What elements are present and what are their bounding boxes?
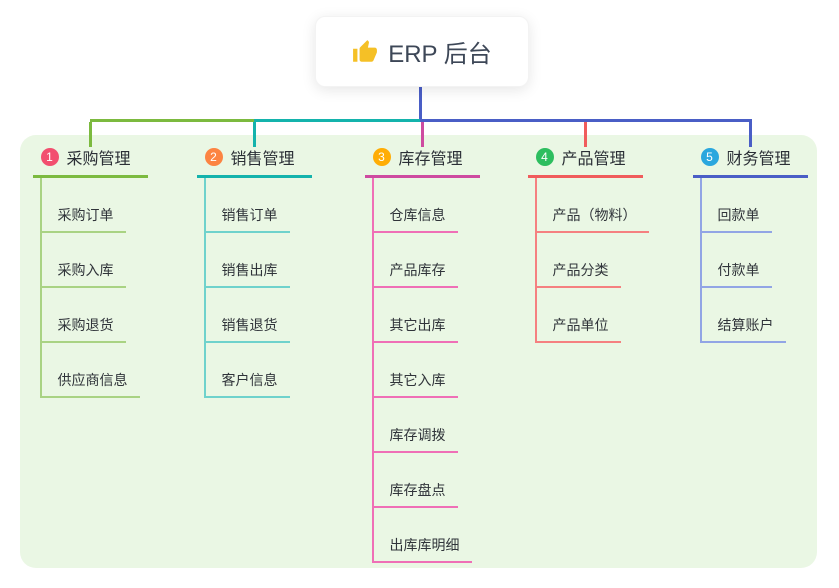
branch-label: 采购管理	[66, 151, 131, 168]
child-node[interactable]: 客户信息	[204, 343, 290, 398]
child-label: 仓库信息	[389, 207, 446, 223]
bus-segment-blue	[420, 119, 752, 122]
branch-drop-line	[253, 122, 256, 147]
child-label: 付款单	[717, 262, 760, 278]
child-label: 客户信息	[221, 372, 278, 388]
branch-number-badge: 1	[40, 148, 59, 166]
child-label: 产品单位	[552, 317, 609, 333]
child-node[interactable]: 销售退货	[204, 288, 290, 343]
branch-label: 财务管理	[726, 151, 791, 168]
child-node[interactable]: 采购订单	[40, 178, 126, 233]
child-label: 采购退货	[57, 317, 114, 333]
child-node[interactable]: 其它出库	[372, 288, 458, 343]
branch-node[interactable]: 2 销售管理	[196, 146, 312, 178]
child-node[interactable]: 产品分类	[535, 233, 621, 288]
child-node[interactable]: 销售出库	[204, 233, 290, 288]
branch-node[interactable]: 5 财务管理	[692, 146, 808, 178]
child-node[interactable]: 供应商信息	[40, 343, 140, 398]
child-label: 供应商信息	[57, 372, 128, 388]
branch-children: 仓库信息产品库存其它出库其它入库库存调拨库存盘点出库库明细	[365, 178, 480, 563]
branches-panel	[20, 135, 817, 568]
child-node[interactable]: 库存调拨	[372, 398, 458, 453]
branch-label: 库存管理	[398, 151, 463, 168]
child-node[interactable]: 回款单	[700, 178, 772, 233]
branch-node[interactable]: 4 产品管理	[527, 146, 643, 178]
child-node[interactable]: 产品单位	[535, 288, 621, 343]
branch-children: 采购订单采购入库采购退货供应商信息	[33, 178, 148, 398]
child-label: 产品库存	[389, 262, 446, 278]
branch-node[interactable]: 3 库存管理	[364, 146, 480, 178]
branch-connector-line	[699, 178, 702, 343]
child-label: 销售退货	[221, 317, 278, 333]
child-label: 出库库明细	[389, 537, 460, 553]
branch-children: 回款单付款单结算账户	[693, 178, 808, 343]
branch-drop-line	[584, 122, 587, 147]
child-label: 库存调拨	[389, 427, 446, 443]
child-label: 结算账户	[717, 317, 774, 333]
child-node[interactable]: 付款单	[700, 233, 772, 288]
child-label: 销售订单	[221, 207, 278, 223]
branch-number-badge: 2	[204, 148, 223, 166]
branch-children: 销售订单销售出库销售退货客户信息	[197, 178, 312, 398]
branch-column: 1 采购管理 采购订单采购入库采购退货供应商信息	[32, 146, 148, 398]
child-label: 库存盘点	[389, 482, 446, 498]
branch-column: 3 库存管理 仓库信息产品库存其它出库其它入库库存调拨库存盘点出库库明细	[364, 146, 480, 563]
child-label: 销售出库	[221, 262, 278, 278]
child-node[interactable]: 销售订单	[204, 178, 290, 233]
child-node[interactable]: 产品库存	[372, 233, 458, 288]
root-label: ERP 后台	[388, 41, 492, 68]
branch-column: 4 产品管理 产品（物料） 产品分类产品单位	[527, 146, 649, 343]
branch-connector-line	[534, 178, 537, 343]
child-label: 产品（物料）	[552, 207, 637, 223]
branch-label: 产品管理	[561, 151, 626, 168]
child-node[interactable]: 其它入库	[372, 343, 458, 398]
branch-connector-line	[203, 178, 206, 398]
root-node[interactable]: ERP 后台	[315, 16, 529, 87]
branch-drop-line	[89, 122, 92, 147]
child-label: 采购入库	[57, 262, 114, 278]
child-label: 回款单	[717, 207, 760, 223]
branch-connector-line	[39, 178, 42, 398]
bus-segment-teal	[254, 119, 420, 122]
branch-number-badge: 3	[372, 148, 391, 166]
branch-drop-line	[749, 122, 752, 147]
branch-children: 产品（物料） 产品分类产品单位	[528, 178, 649, 343]
child-label: 产品分类	[552, 262, 609, 278]
branch-label: 销售管理	[230, 151, 295, 168]
branch-drop-line	[421, 122, 424, 147]
child-node[interactable]: 出库库明细	[372, 508, 472, 563]
branch-connector-line	[371, 178, 374, 563]
child-label: 其它出库	[389, 317, 446, 333]
child-node[interactable]: 库存盘点	[372, 453, 458, 508]
child-label: 采购订单	[57, 207, 114, 223]
child-node[interactable]: 结算账户	[700, 288, 786, 343]
child-node[interactable]: 产品（物料）	[535, 178, 649, 233]
root-trunk-line	[419, 84, 422, 122]
child-label: 其它入库	[389, 372, 446, 388]
branch-number-badge: 5	[700, 148, 719, 166]
branch-column: 2 销售管理 销售订单销售出库销售退货客户信息	[196, 146, 312, 398]
branch-number-badge: 4	[535, 148, 554, 166]
child-node[interactable]: 仓库信息	[372, 178, 458, 233]
thumbs-up-icon	[352, 39, 378, 65]
child-node[interactable]: 采购退货	[40, 288, 126, 343]
bus-segment-green	[90, 119, 254, 122]
branch-column: 5 财务管理 回款单付款单结算账户	[692, 146, 808, 343]
child-node[interactable]: 采购入库	[40, 233, 126, 288]
branch-node[interactable]: 1 采购管理	[32, 146, 148, 178]
